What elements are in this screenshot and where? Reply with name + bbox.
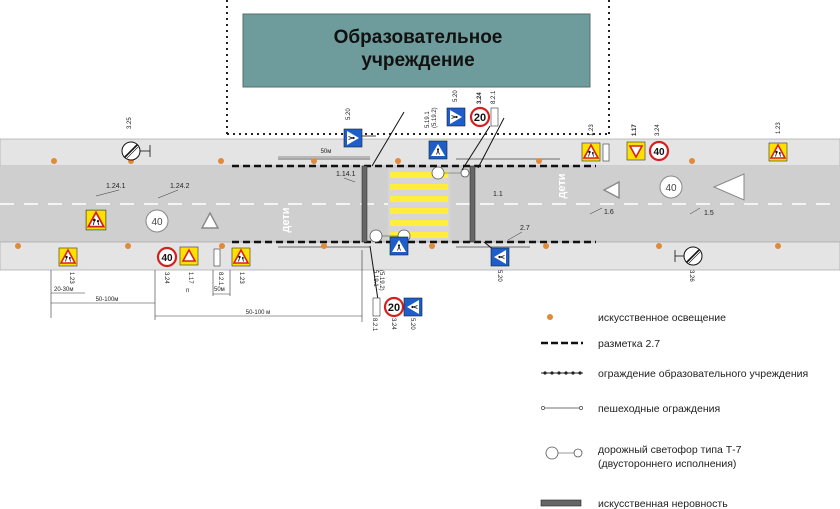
sign-3-25: 3.25 xyxy=(121,117,151,161)
svg-text:20: 20 xyxy=(388,302,400,314)
traffic-light-top xyxy=(431,166,470,180)
children-sign-icon-4 xyxy=(231,247,251,267)
svg-text:1.23: 1.23 xyxy=(68,272,74,284)
legend-item-traffic-light-note: (двустороннего исполнения) xyxy=(598,458,736,470)
pedestrian-crossing-icon xyxy=(428,140,448,160)
svg-text:3.25: 3.25 xyxy=(127,117,133,129)
svg-text:1.17: 1.17 xyxy=(187,272,193,284)
svg-text:1.17: 1.17 xyxy=(632,124,638,136)
svg-text:8.2.1: 8.2.1 xyxy=(217,272,223,286)
svg-text:50-100 м: 50-100 м xyxy=(246,310,270,316)
lamps-bottom xyxy=(15,243,781,249)
sign-3-26: 3.26 xyxy=(674,246,703,282)
svg-text:1.23: 1.23 xyxy=(589,124,595,136)
bump-sign-icon-4 xyxy=(490,247,510,267)
bump-sign-icon xyxy=(343,128,363,148)
svg-text:40: 40 xyxy=(151,217,163,228)
horn-prohibited-end-icon xyxy=(683,246,703,266)
legend-lamp-icon xyxy=(547,314,553,320)
yield-sign-icon-2 xyxy=(179,246,199,266)
sign-group-top-center: 20 5.20 3.24 8.2.1 xyxy=(446,90,505,171)
svg-text:50м: 50м xyxy=(214,287,225,293)
marking-label-1-24-1: 1.24.1 xyxy=(106,183,126,190)
road-marking-children-left-icon xyxy=(85,209,107,231)
svg-text:3.24: 3.24 xyxy=(163,272,169,284)
bump-sign-icon-2 xyxy=(446,107,466,127)
children-sign-icon-2 xyxy=(768,142,788,162)
svg-text:1.23: 1.23 xyxy=(238,272,244,284)
legend-item-marking: разметка 2.7 xyxy=(598,338,660,350)
sign-1-23-far-right: 1.23 xyxy=(768,122,788,162)
svg-text:20: 20 xyxy=(474,112,486,124)
marking-label-1-5: 1.5 xyxy=(704,210,714,217)
svg-text:5.20: 5.20 xyxy=(409,318,415,330)
svg-text:5.20: 5.20 xyxy=(453,90,459,102)
sign-group-top-right: 40 1.23 1.17 3.24 xyxy=(581,124,670,162)
speed-bump-right xyxy=(469,165,476,243)
end-speed-limit-icon xyxy=(121,141,141,161)
sign-1-23-bottom: 1.23 xyxy=(231,247,251,284)
pedestrian-crossing-icon-2 xyxy=(389,236,409,256)
svg-text:50-100м: 50-100м xyxy=(96,297,119,303)
building-title-line1: Образовательное xyxy=(334,27,503,48)
svg-text:5.20: 5.20 xyxy=(346,108,352,120)
speed-bump-left xyxy=(361,165,368,243)
yield-sign-icon xyxy=(626,141,646,161)
children-sign-icon-3 xyxy=(58,247,78,267)
road-speed-40-right xyxy=(659,175,683,199)
building-title-line2: учреждение xyxy=(361,50,474,71)
svg-text:50м: 50м xyxy=(321,149,332,155)
svg-text:n: n xyxy=(186,288,189,294)
sign-group-bottom-left: 40 3.24 1.17 8.2.1 xyxy=(156,246,223,286)
svg-text:5.20: 5.20 xyxy=(496,270,502,282)
dimension-top: 50м xyxy=(278,149,370,158)
sign-5-20-bottom: 5.20 xyxy=(483,241,510,282)
svg-text:3.24: 3.24 xyxy=(655,124,661,136)
road-word-deti-left: дети xyxy=(280,207,292,232)
legend-item-traffic-light: дорожный светофор типа Т-7 xyxy=(598,444,742,456)
legend-item-bump: искусственная неровность xyxy=(598,498,728,509)
svg-text:(5.19.2): (5.19.2) xyxy=(432,107,438,128)
marking-label-2-7: 2.7 xyxy=(520,225,530,232)
svg-text:5.19.1: 5.19.1 xyxy=(372,270,378,287)
svg-text:20-30м: 20-30м xyxy=(54,287,73,293)
svg-text:40: 40 xyxy=(653,147,665,158)
svg-text:40: 40 xyxy=(161,253,173,264)
road-word-deti-right: дети xyxy=(556,173,568,198)
lamps-top xyxy=(51,158,695,164)
sign-group-bottom-center: 5.19.1 (5.19.2) 20 8.2.1 3.24 5.20 xyxy=(369,236,423,332)
bump-sign-icon-3 xyxy=(403,297,423,317)
svg-text:3.24: 3.24 xyxy=(390,318,396,330)
road-children-triangle-right-icon xyxy=(712,173,745,201)
sign-5-20-top: 5.20 xyxy=(343,108,376,148)
children-sign-icon xyxy=(581,142,601,162)
sign-1-23-bottom-left: 1.23 xyxy=(58,247,78,284)
dimensions-bottom-left: 20-30м 50-100м 50-100 м 50м n xyxy=(50,250,363,322)
legend-item-school-fence: ограждение образовательного учреждения xyxy=(598,368,808,380)
zebra-crossing xyxy=(388,168,450,240)
marking-label-1-1: 1.1 xyxy=(493,191,503,198)
road-speed-40-left xyxy=(145,209,169,233)
legend: искусственное освещение разметка 2.7 огр… xyxy=(540,312,808,509)
legend-item-ped-fence: пешеходные ограждения xyxy=(598,403,720,415)
legend-bump-icon xyxy=(540,499,582,507)
svg-text:8.2.1: 8.2.1 xyxy=(371,318,377,332)
legend-traffic-light-icon xyxy=(545,446,559,460)
svg-text:8.2.1: 8.2.1 xyxy=(491,90,497,104)
svg-text:(5.19.2): (5.19.2) xyxy=(378,270,384,291)
marking-label-1-14-1: 1.14.1 xyxy=(336,171,356,178)
sign-5-19-top: 5.19.1 (5.19.2) xyxy=(425,107,448,160)
svg-text:40: 40 xyxy=(665,183,677,194)
svg-text:5.19.1: 5.19.1 xyxy=(425,111,431,128)
marking-label-1-6: 1.6 xyxy=(604,209,614,216)
svg-text:3.26: 3.26 xyxy=(688,270,694,282)
legend-item-lighting: искусственное освещение xyxy=(598,312,726,324)
svg-text:3.24: 3.24 xyxy=(477,92,483,104)
marking-label-1-24-2: 1.24.2 xyxy=(170,183,190,190)
svg-text:1.23: 1.23 xyxy=(776,122,782,134)
school-building xyxy=(242,13,591,88)
